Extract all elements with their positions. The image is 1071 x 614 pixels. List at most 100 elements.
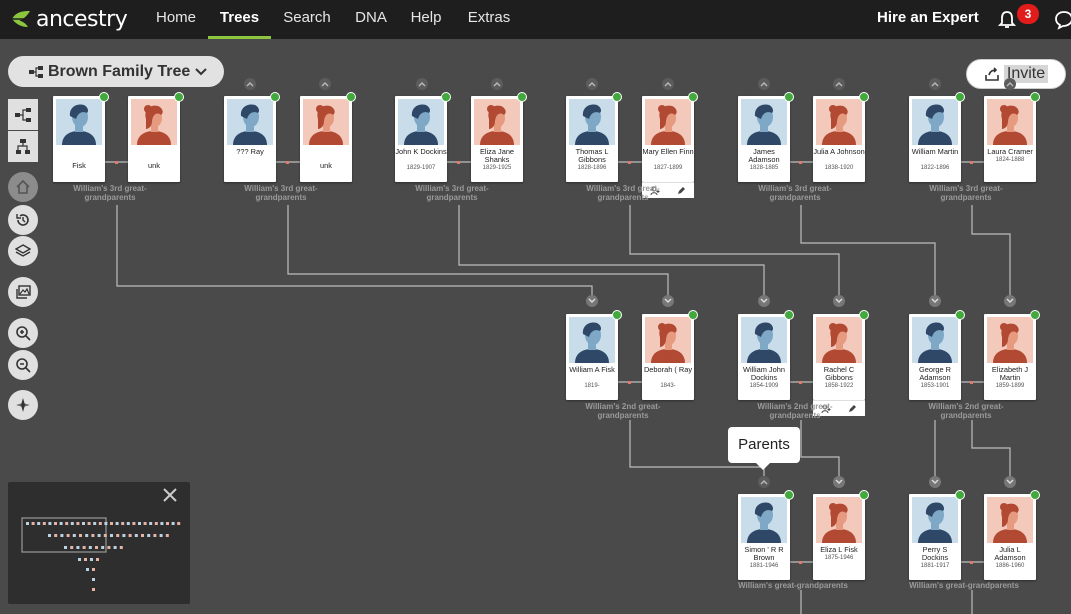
hint-leaf-icon[interactable] bbox=[955, 490, 965, 500]
minimap-node bbox=[128, 534, 132, 537]
collapse-parents-button[interactable] bbox=[586, 295, 598, 307]
media-gallery-button[interactable] bbox=[8, 277, 38, 307]
hint-leaf-icon[interactable] bbox=[688, 92, 698, 102]
expand-parents-button[interactable] bbox=[491, 78, 503, 90]
bell-icon[interactable] bbox=[998, 10, 1016, 30]
hint-leaf-icon[interactable] bbox=[784, 310, 794, 320]
leaf-icon bbox=[11, 11, 30, 27]
relationship-caption: William's 3rd great-grandparents bbox=[929, 184, 1003, 202]
tree-selector-dropdown[interactable]: Brown Family Tree bbox=[8, 56, 224, 87]
add-relative-icon[interactable] bbox=[821, 404, 831, 414]
expand-parents-button[interactable] bbox=[416, 78, 428, 90]
person-card[interactable]: unk bbox=[128, 92, 184, 182]
hint-leaf-icon[interactable] bbox=[784, 490, 794, 500]
expand-parents-button[interactable] bbox=[662, 78, 674, 90]
person-card[interactable]: unk bbox=[300, 92, 356, 182]
hint-leaf-icon[interactable] bbox=[859, 490, 869, 500]
collapse-parents-button[interactable] bbox=[1004, 476, 1016, 488]
home-person-button[interactable] bbox=[8, 172, 38, 202]
recenter-button[interactable] bbox=[8, 390, 38, 420]
hint-leaf-icon[interactable] bbox=[1030, 92, 1040, 102]
hire-expert-link[interactable]: Hire an Expert bbox=[877, 9, 979, 26]
hint-leaf-icon[interactable] bbox=[859, 310, 869, 320]
hint-leaf-icon[interactable] bbox=[99, 92, 109, 102]
person-card[interactable]: ??? Ray bbox=[224, 92, 280, 182]
hint-leaf-icon[interactable] bbox=[517, 92, 527, 102]
expand-parents-button[interactable] bbox=[586, 78, 598, 90]
collapse-parents-button[interactable] bbox=[929, 295, 941, 307]
ancestry-logo[interactable]: ancestry bbox=[10, 7, 128, 32]
hint-leaf-icon[interactable] bbox=[612, 310, 622, 320]
layers-button[interactable] bbox=[8, 236, 38, 266]
collapse-parents-button[interactable] bbox=[929, 476, 941, 488]
expand-parents-button[interactable] bbox=[244, 78, 256, 90]
nav-extras-label: Extras bbox=[467, 9, 511, 26]
minimap-node bbox=[149, 522, 153, 525]
nav-home[interactable]: Home bbox=[150, 0, 202, 39]
minimap-node bbox=[91, 534, 95, 537]
collapse-parents-button[interactable] bbox=[1004, 295, 1016, 307]
hint-leaf-icon[interactable] bbox=[441, 92, 451, 102]
close-icon[interactable] bbox=[162, 487, 178, 503]
zoom-in-button[interactable] bbox=[8, 318, 38, 348]
collapse-parents-button[interactable] bbox=[833, 476, 845, 488]
hint-leaf-icon[interactable] bbox=[346, 92, 356, 102]
history-button[interactable] bbox=[8, 205, 38, 235]
minimap-node bbox=[60, 534, 64, 537]
hint-leaf-icon[interactable] bbox=[174, 92, 184, 102]
hint-leaf-icon[interactable] bbox=[1030, 310, 1040, 320]
expand-parents-button[interactable] bbox=[758, 78, 770, 90]
person-card[interactable]: Fisk bbox=[53, 92, 109, 182]
expand-parents-button[interactable] bbox=[833, 78, 845, 90]
edit-icon[interactable] bbox=[847, 404, 857, 414]
nav-trees-label: Trees bbox=[219, 9, 260, 26]
vertical-tree-view-button[interactable] bbox=[8, 131, 38, 162]
invite-button[interactable]: Invite bbox=[966, 59, 1066, 89]
nav-help[interactable]: Help bbox=[405, 0, 447, 39]
expand-parents-button[interactable] bbox=[758, 476, 770, 488]
nav-search[interactable]: Search bbox=[278, 0, 336, 39]
hint-leaf-icon[interactable] bbox=[859, 92, 869, 102]
hint-leaf-icon[interactable] bbox=[270, 92, 280, 102]
nav-trees[interactable]: Trees bbox=[208, 0, 271, 39]
minimap-node bbox=[79, 534, 82, 537]
collapse-parents-button[interactable] bbox=[758, 295, 770, 307]
hint-leaf-icon[interactable] bbox=[688, 310, 698, 320]
add-relative-icon[interactable] bbox=[650, 186, 660, 196]
edit-icon[interactable] bbox=[676, 186, 686, 196]
expand-parents-button[interactable] bbox=[319, 78, 331, 90]
expand-parents-button[interactable] bbox=[929, 78, 941, 90]
collapse-parents-button[interactable] bbox=[833, 295, 845, 307]
zoom-out-button[interactable] bbox=[8, 350, 38, 380]
hint-leaf-icon[interactable] bbox=[612, 92, 622, 102]
message-icon[interactable] bbox=[1054, 10, 1071, 30]
hint-leaf-icon[interactable] bbox=[1030, 490, 1040, 500]
hint-leaf-icon[interactable] bbox=[784, 92, 794, 102]
person-dates: 1843- bbox=[660, 383, 676, 389]
nav-dna[interactable]: DNA bbox=[350, 0, 392, 39]
hint-leaf-icon[interactable] bbox=[955, 310, 965, 320]
expand-parents-button[interactable] bbox=[1004, 78, 1016, 90]
collapse-parents-button[interactable] bbox=[662, 295, 674, 307]
nav-extras[interactable]: Extras bbox=[463, 0, 515, 39]
hint-leaf-icon[interactable] bbox=[955, 92, 965, 102]
horizontal-tree-view-button[interactable] bbox=[8, 99, 38, 130]
